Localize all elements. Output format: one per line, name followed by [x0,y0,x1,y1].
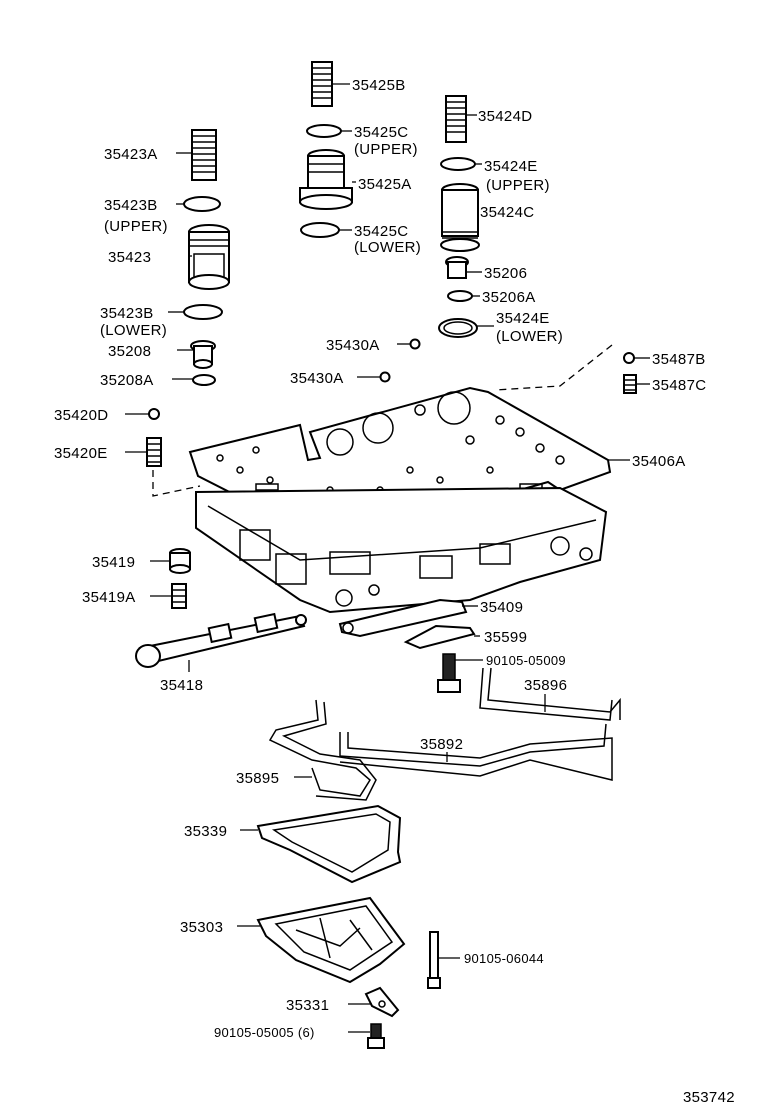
label-35303: 35303 [180,919,223,936]
label-35206A: 35206A [482,289,536,306]
part-35206-plug [445,256,469,279]
label-35423B-lower: 35423B [100,305,154,322]
part-35419A-spring [171,583,187,609]
part-35419-plug [169,548,191,574]
label-35425C-upper: 35425C [354,124,408,141]
part-90105-06044-bolt [427,931,441,989]
label-35895: 35895 [236,770,279,787]
label-35423B-upper: 35423B [104,197,158,214]
part-35331-bracket [364,986,400,1018]
label-upper-c: (UPPER) [104,218,168,235]
part-35424E-upper-ring [440,157,476,171]
part-35423B-upper-ring [183,196,221,212]
part-35487B-ball [623,352,635,364]
part-35425A-piston [299,149,353,210]
part-35896-pipe [479,667,621,721]
label-35487B: 35487B [652,351,706,368]
label-35331: 35331 [286,997,329,1014]
part-35423B-lower-ring [183,304,223,320]
label-35406A: 35406A [632,453,686,470]
part-35206A-ring [447,290,473,302]
label-35208: 35208 [108,343,151,360]
part-35409-lever [338,598,468,638]
label-35430A-1: 35430A [326,337,380,354]
label-35423A: 35423A [104,146,158,163]
part-35420E-spring [146,437,162,467]
part-90105-05009-bolt [437,653,461,693]
label-35487C: 35487C [652,377,706,394]
label-90105-06044: 90105-06044 [464,951,544,966]
label-35419A: 35419A [82,589,136,606]
label-35420E: 35420E [54,445,108,462]
label-35424D: 35424D [478,108,532,125]
part-35423-piston [188,224,230,290]
part-35487C-spring [623,374,637,394]
label-35892: 35892 [420,736,463,753]
part-90105-05005-bolt [367,1023,385,1049]
label-35424E-lower: 35424E [496,310,550,327]
part-35208-plug [190,340,216,369]
label-upper-a: (UPPER) [354,141,418,158]
label-35206: 35206 [484,265,527,282]
part-35430A-ball-1 [409,338,421,350]
label-lower-b: (LOWER) [100,322,167,339]
alignment-line-right [494,344,613,391]
part-35424D-spring [445,95,467,143]
label-35896: 35896 [524,677,567,694]
label-35409: 35409 [480,599,523,616]
label-upper-b: (UPPER) [486,177,550,194]
label-35424C: 35424C [480,204,534,221]
label-35599: 35599 [484,629,527,646]
part-35430A-ball-2 [379,371,391,383]
part-35599-plate [403,624,476,650]
label-35420D: 35420D [54,407,108,424]
label-lower-c: (LOWER) [496,328,563,345]
label-35424E-upper: 35424E [484,158,538,175]
label-90105-05009: 90105-05009 [486,653,566,668]
label-35430A-2: 35430A [290,370,344,387]
part-35425B-spring [311,61,333,107]
part-35895-pipe [268,699,377,801]
part-35425C-lower-ring [300,222,340,238]
part-35424E-lower-ring [438,318,478,338]
part-35424C-piston [440,183,480,252]
label-90105-05005: 90105-05005 (6) [214,1025,315,1040]
label-35425C-lower: 35425C [354,223,408,240]
part-35303-strainer [256,896,406,984]
valve-body [195,486,608,614]
part-35418-valve [135,612,307,668]
part-35208A-ring [192,374,216,386]
leader-lines [125,83,650,1033]
label-35418: 35418 [160,677,203,694]
label-35208A: 35208A [100,372,154,389]
part-35423A-spring [191,129,217,181]
alignment-line-left [152,470,201,497]
part-35420D-ball [148,408,160,420]
label-35425A: 35425A [358,176,412,193]
label-lower-a: (LOWER) [354,239,421,256]
part-35339-gasket [256,804,402,884]
diagram-id: 353742 [683,1089,735,1106]
label-35425B: 35425B [352,77,406,94]
label-35419: 35419 [92,554,135,571]
label-35339: 35339 [184,823,227,840]
part-35425C-upper-ring [306,124,342,138]
label-35423: 35423 [108,249,151,266]
part-35892-pipe [339,723,613,781]
